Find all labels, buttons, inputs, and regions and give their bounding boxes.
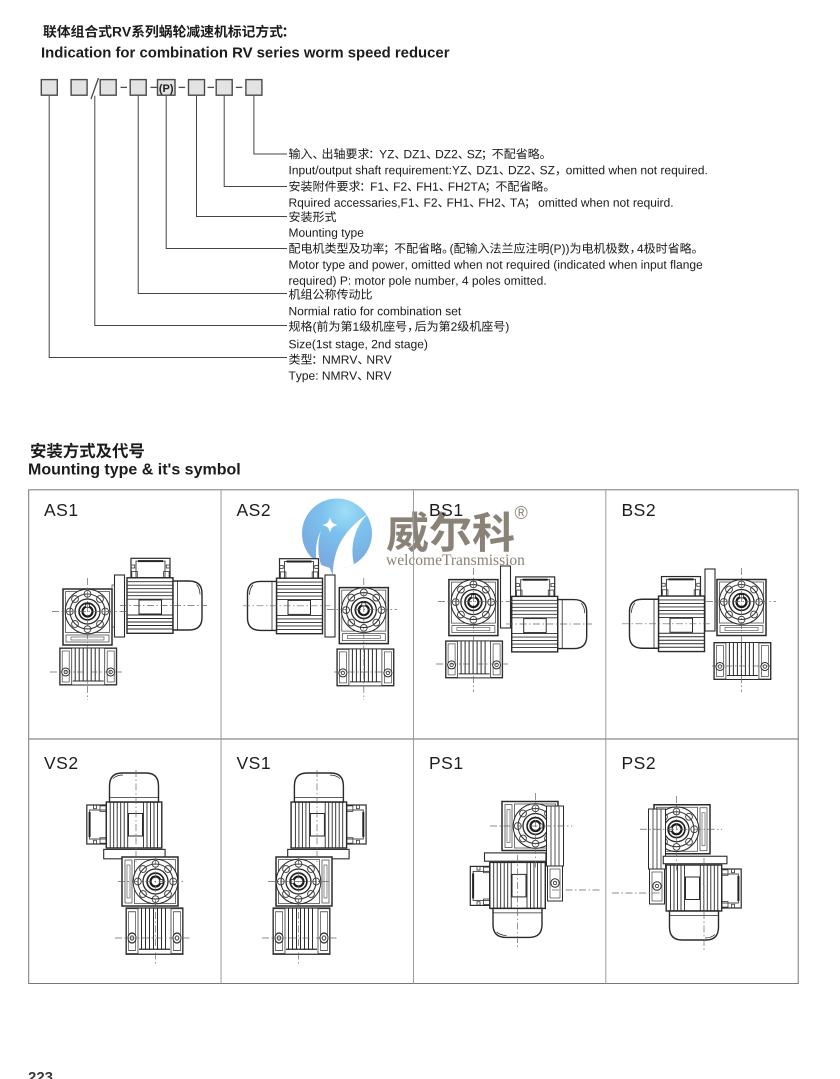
svg-text:VS2: VS2 xyxy=(44,753,79,773)
svg-text:®: ® xyxy=(515,503,528,523)
svg-text:223: 223 xyxy=(28,1069,53,1079)
svg-text:welcomeTransmission: welcomeTransmission xyxy=(386,552,525,569)
svg-text:VS1: VS1 xyxy=(237,753,272,773)
svg-text:PS2: PS2 xyxy=(622,753,657,773)
svg-text:BS2: BS2 xyxy=(622,500,657,520)
svg-text:BS1: BS1 xyxy=(429,500,464,520)
svg-text:Mounting type & it's symbol: Mounting type & it's symbol xyxy=(28,462,241,479)
svg-text:AS2: AS2 xyxy=(237,500,272,520)
svg-text:PS1: PS1 xyxy=(429,753,464,773)
svg-text:AS1: AS1 xyxy=(44,500,79,520)
svg-text:Indication for combination RV: Indication for combination RV series wor… xyxy=(41,46,450,62)
svg-text:(P): (P) xyxy=(159,83,174,95)
